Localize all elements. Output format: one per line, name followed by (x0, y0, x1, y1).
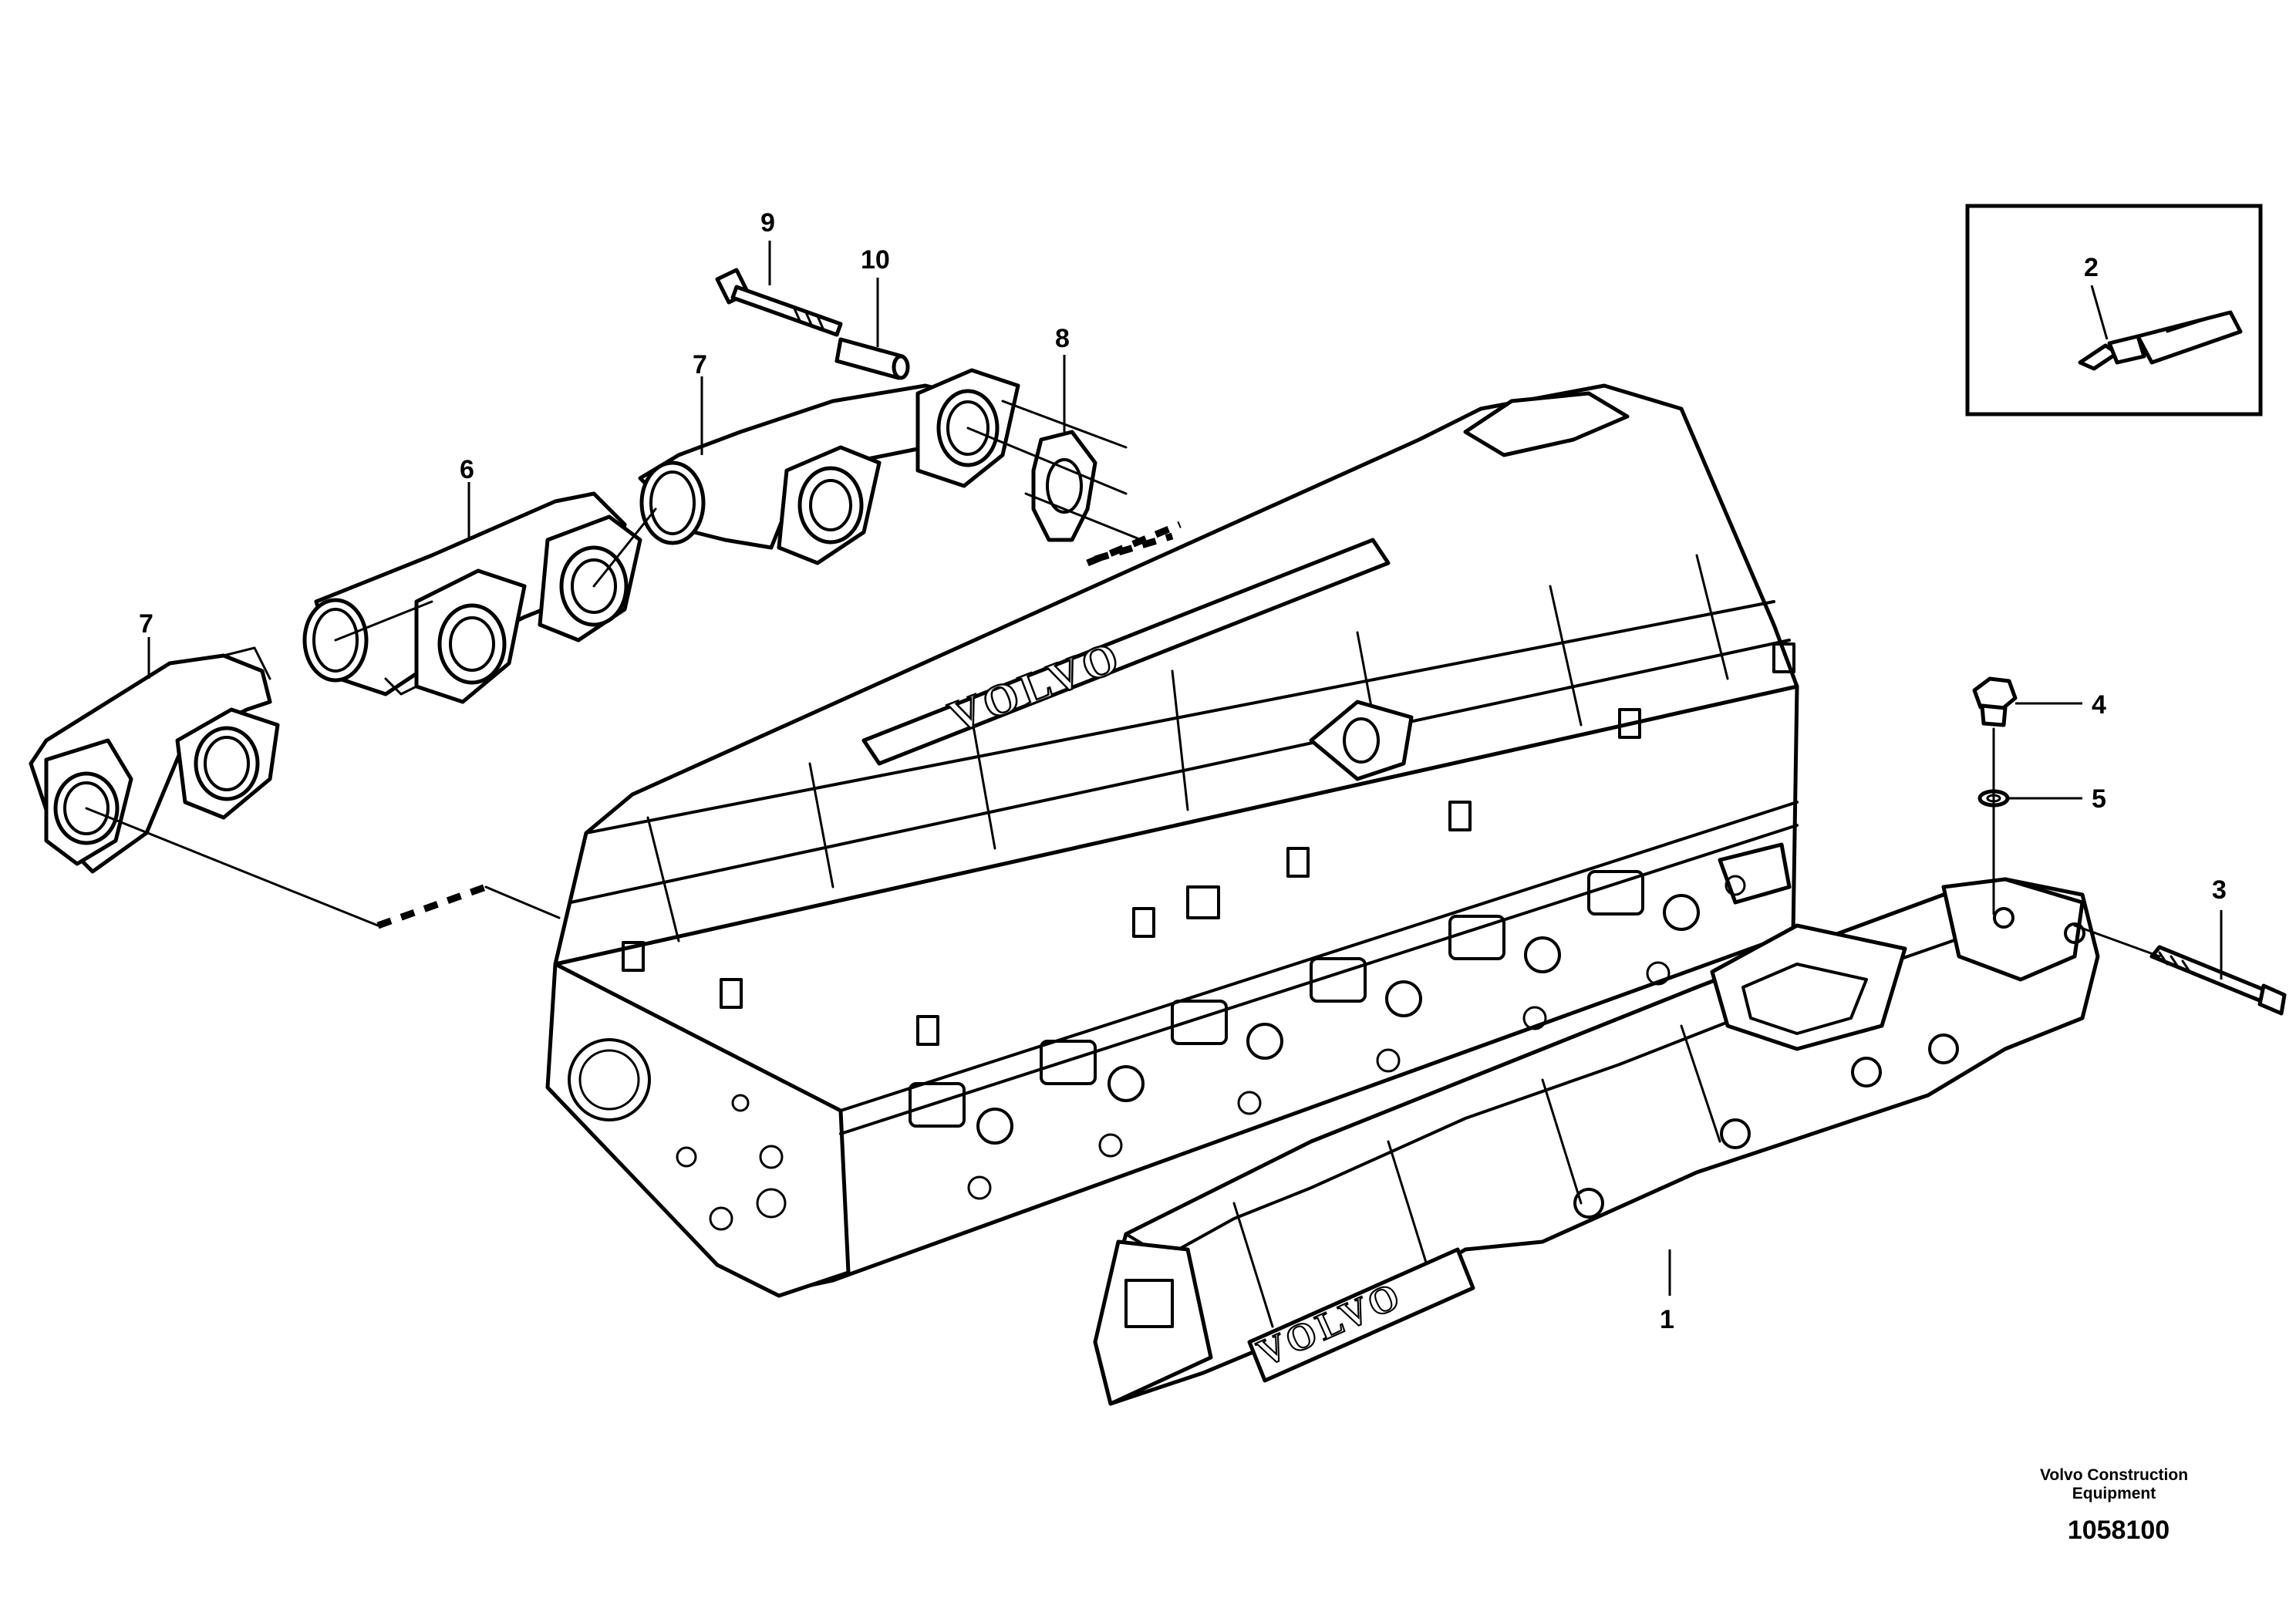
callout-9: 9 (760, 208, 775, 238)
callout-8: 8 (1055, 324, 1070, 353)
assembly-lines (85, 400, 2161, 958)
exhaust-manifold-front (638, 368, 1020, 565)
callout-10: 10 (861, 245, 890, 275)
gasket (1031, 430, 1097, 542)
cover-bolts (622, 642, 1795, 1046)
callout-numbers: 1 2 3 4 5 6 7 7 8 9 10 (139, 208, 2227, 1334)
callout-7-left: 7 (139, 609, 153, 639)
bolt-9 (715, 268, 843, 337)
exhaust-manifold-center (302, 491, 642, 704)
callout-4: 4 (2092, 690, 2106, 720)
callout-leaders (147, 241, 2223, 1296)
callout-6: 6 (460, 455, 474, 484)
sealant-tube-icon (2078, 310, 2243, 371)
sealant-inset (1965, 204, 2263, 416)
intake-manifold: VOLVO (1093, 877, 2100, 1406)
bolt-3 (2149, 945, 2287, 1016)
valve-cover: VOLVO (553, 383, 1799, 1046)
exhaust-manifold-rear (29, 646, 280, 874)
callout-2: 2 (2084, 253, 2099, 282)
callout-1: 1 (1660, 1305, 1674, 1334)
callout-3: 3 (2212, 875, 2227, 905)
plug-4 (1972, 676, 2018, 727)
spacer-sleeve-10 (834, 337, 910, 380)
head-exhaust-ports (909, 870, 1700, 1200)
company-footer: Volvo Construction Equipment (2039, 1466, 2189, 1502)
callout-7-right: 7 (693, 350, 707, 379)
cylinder-head (545, 684, 1799, 1298)
callout-5: 5 (2092, 784, 2106, 814)
drawing-number: 1058100 (2067, 1516, 2170, 1545)
